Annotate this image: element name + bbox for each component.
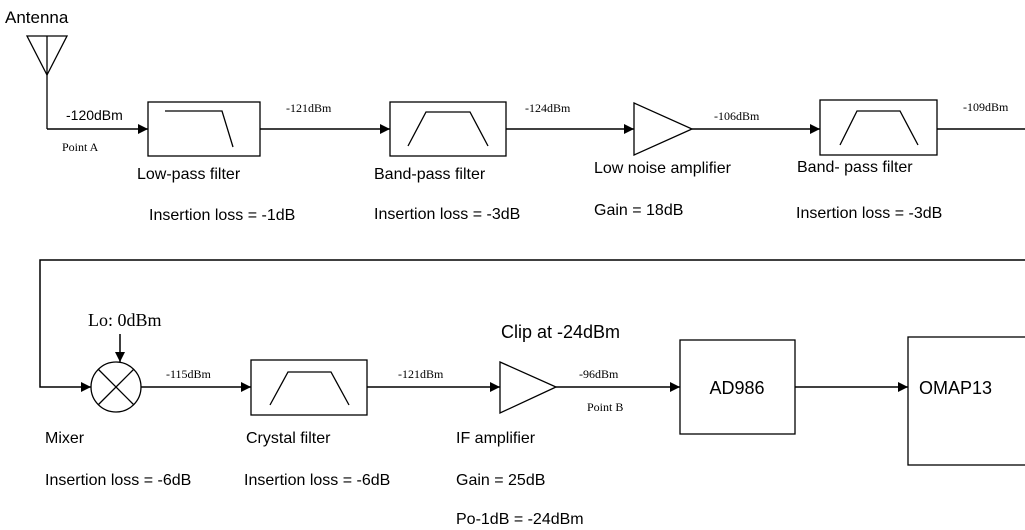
if-amplifier-p1db: Po-1dB = -24dBm [456,511,584,528]
lna-gain: Gain = 18dB [594,202,683,219]
level-after-lna: -106dBm [714,109,760,123]
crystal-filter-loss: Insertion loss = -6dB [244,472,390,489]
if-amplifier-icon [499,360,558,415]
lo-label: Lo: 0dBm [88,310,162,330]
if-amplifier-gain: Gain = 25dB [456,472,545,489]
mixer-name: Mixer [45,430,85,447]
low-pass-filter-block [147,101,261,157]
band-pass-filter-2-block [819,99,938,156]
ad986-block [679,339,796,435]
level-point-b: -96dBm [579,367,619,381]
crystal-filter-block [250,359,368,416]
crystal-filter-name: Crystal filter [246,430,331,447]
low-pass-filter-name: Low-pass filter [137,166,241,183]
antenna-label: Antenna [5,8,69,27]
level-after-bpf1: -124dBm [525,101,571,115]
band-pass-symbol-icon [839,110,919,146]
band-pass-filter-2-loss: Insertion loss = -3dB [796,205,942,222]
low-noise-amplifier-icon [633,101,694,157]
antenna-icon [25,35,69,129]
row-wrap-line [39,259,1025,392]
low-pass-symbol-icon [165,110,234,148]
point-b-label: Point B [587,400,623,414]
band-pass-filter-2-name: Band- pass filter [797,159,913,176]
clip-label: Clip at -24dBm [501,322,620,342]
ad986-label: AD986 [709,378,764,398]
band-pass-symbol-icon [407,111,489,147]
omap13-block [907,336,1025,466]
omap13-label: OMAP13 [919,378,992,398]
level-after-bpf2: -109dBm [963,100,1009,114]
band-pass-symbol-icon [269,371,350,406]
level-point-a: -120dBm [66,107,123,123]
if-amplifier-name: IF amplifier [456,430,536,447]
level-after-crystal: -121dBm [398,367,444,381]
level-after-mixer: -115dBm [166,367,212,381]
band-pass-filter-1-loss: Insertion loss = -3dB [374,206,520,223]
lna-name: Low noise amplifier [594,160,732,177]
mixer-icon [90,361,142,413]
point-a-label: Point A [62,140,99,154]
band-pass-filter-1-name: Band-pass filter [374,166,486,183]
low-pass-filter-loss: Insertion loss = -1dB [149,207,295,224]
band-pass-filter-1-block [389,101,507,157]
level-after-lpf: -121dBm [286,101,332,115]
mixer-loss: Insertion loss = -6dB [45,472,191,489]
